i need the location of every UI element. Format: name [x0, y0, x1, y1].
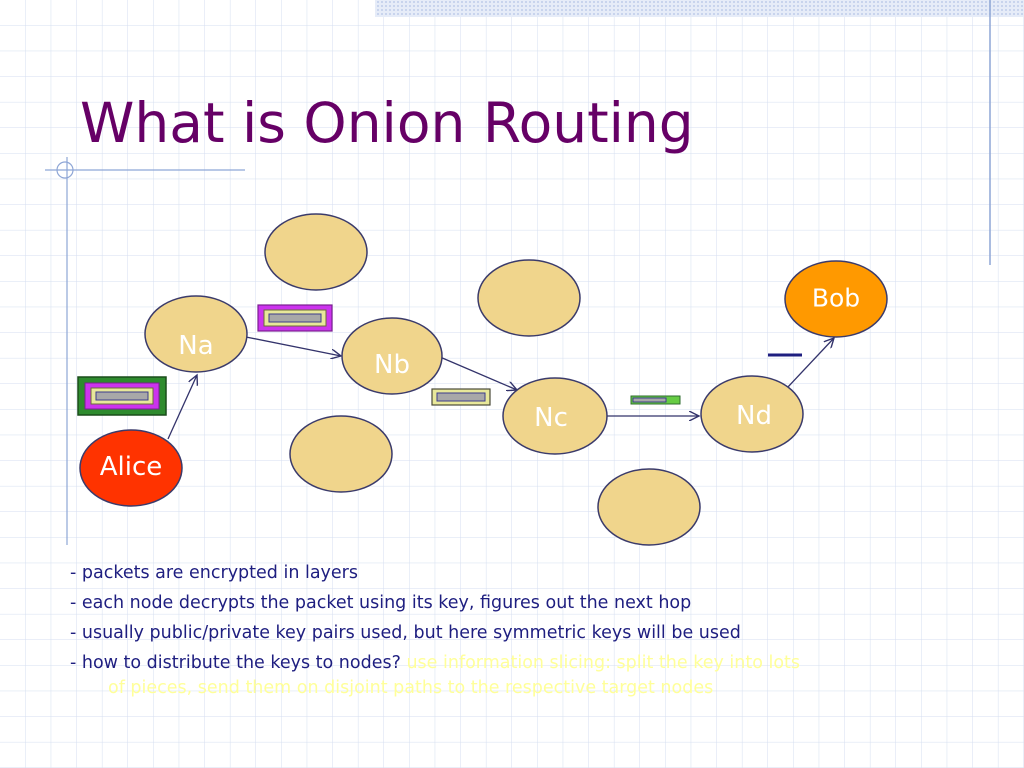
crosshair-circle	[56, 161, 74, 179]
node-nd: Nd	[700, 375, 804, 453]
node-bob-label: Bob	[812, 284, 860, 313]
bullet-item: - packets are encrypted in layers	[70, 563, 358, 583]
packet-layer-core	[268, 313, 322, 323]
bullet-item-question: - how to distribute the keys to nodes? u…	[70, 653, 800, 673]
arrow-nd-to-bob	[786, 338, 834, 389]
relay-node-unused	[289, 415, 393, 493]
packet-na-to-nb	[257, 304, 333, 332]
node-nd-shape	[700, 375, 804, 453]
packet-layer-core	[95, 391, 149, 401]
node-alice-label: Alice	[100, 452, 163, 482]
node-alice: Alice	[79, 429, 183, 507]
bullet-question-text: - how to distribute the keys to nodes?	[70, 653, 407, 673]
title-crosshair	[45, 157, 245, 545]
node-na: Na	[144, 295, 248, 373]
packet-nc-to-nd	[630, 395, 681, 405]
node-nc-label: Nc	[534, 403, 568, 433]
packet-nb-to-nc	[431, 388, 491, 406]
header-band	[375, 0, 1024, 17]
route-arrows	[167, 336, 834, 440]
answer-text-line1: use information slicing: split the key i…	[406, 653, 801, 673]
node-alice-shape	[79, 429, 183, 507]
idle-relay-nodes	[264, 213, 701, 546]
node-nc: Nc	[502, 377, 608, 455]
packet-layer-core	[436, 392, 486, 402]
arrow-na-to-nb	[245, 336, 341, 356]
packet-at-alice	[77, 376, 167, 416]
arrow-alice-to-na	[167, 375, 197, 440]
bullet-item: - usually public/private key pairs used,…	[70, 623, 741, 643]
answer-text-line2: of pieces, send them on disjoint paths t…	[108, 678, 714, 698]
node-na-shape	[144, 295, 248, 373]
node-nc-shape	[502, 377, 608, 455]
node-bob-shape	[784, 260, 888, 338]
relay-node-unused	[597, 468, 701, 546]
node-nb-label: Nb	[374, 350, 410, 380]
relay-node-unused	[477, 259, 581, 337]
relay-node-unused	[264, 213, 368, 291]
packet-layer-core	[632, 397, 667, 403]
node-nb-shape	[341, 317, 443, 395]
node-na-label: Na	[178, 331, 213, 361]
bullet-item: - each node decrypts the packet using it…	[70, 593, 692, 613]
node-nb: Nb	[341, 317, 443, 395]
node-nd-label: Nd	[736, 401, 772, 431]
arrow-nb-to-nc	[439, 356, 517, 390]
node-bob: Bob	[784, 260, 888, 338]
slide-title: What is Onion Routing	[80, 91, 694, 155]
